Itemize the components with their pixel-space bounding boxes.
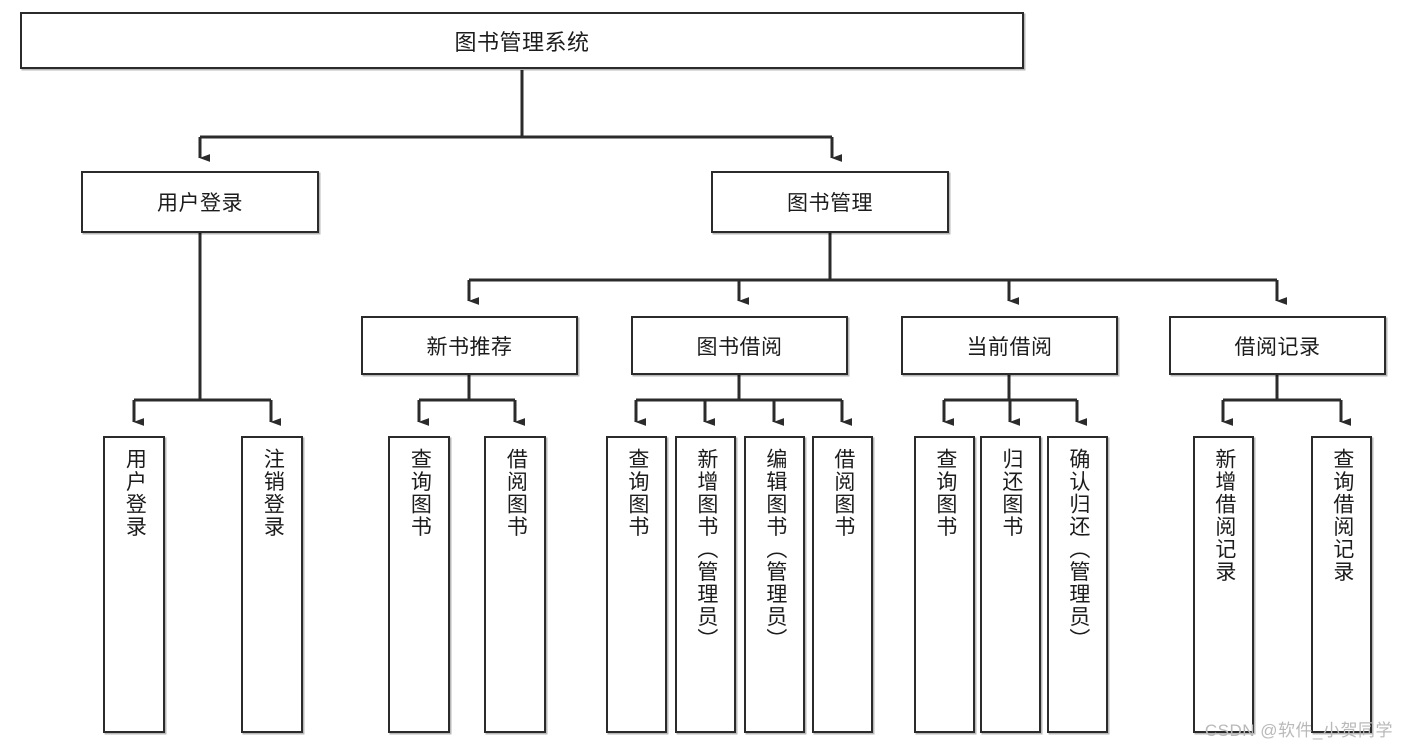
node-label: 图书管理系统	[454, 29, 590, 55]
node-new-book-recommend[interactable]: 新书推荐	[361, 316, 578, 375]
node-current-borrow[interactable]: 当前借阅	[901, 316, 1118, 375]
node-label: 查询图书	[625, 448, 649, 538]
node-leaf-user-logout[interactable]: 注销登录	[241, 436, 303, 733]
node-label: 编辑图书（管理员）	[763, 448, 787, 651]
node-leaf-confirm-return-admin[interactable]: 确认归还（管理员）	[1047, 436, 1108, 733]
node-label: 查询图书	[933, 448, 957, 538]
node-leaf-query-borrow-record[interactable]: 查询借阅记录	[1311, 436, 1372, 733]
node-label: 新书推荐	[426, 335, 513, 359]
node-book-borrow[interactable]: 图书借阅	[631, 316, 848, 375]
node-leaf-add-book-admin[interactable]: 新增图书（管理员）	[675, 436, 736, 733]
node-leaf-query-book-borrow[interactable]: 查询图书	[606, 436, 667, 733]
node-leaf-borrow-book[interactable]: 借阅图书	[812, 436, 873, 733]
node-label: 借阅图书	[831, 448, 855, 538]
node-leaf-query-book-current[interactable]: 查询图书	[914, 436, 975, 733]
node-label: 新增图书（管理员）	[694, 448, 718, 651]
node-label: 图书借阅	[696, 335, 783, 359]
node-label: 注销登录	[261, 448, 285, 538]
node-label: 查询图书	[408, 448, 432, 538]
node-label: 用户登录	[123, 448, 147, 538]
watermark-text: CSDN @软件_小贺同学	[1204, 721, 1393, 740]
node-borrow-records[interactable]: 借阅记录	[1169, 316, 1386, 375]
node-label: 归还图书	[999, 448, 1023, 538]
node-label: 用户登录	[157, 192, 243, 215]
node-label: 查询借阅记录	[1330, 448, 1354, 583]
node-label: 确认归还（管理员）	[1066, 448, 1090, 651]
node-label: 借阅图书	[504, 448, 528, 538]
node-label: 新增借阅记录	[1212, 448, 1236, 583]
node-leaf-return-book[interactable]: 归还图书	[980, 436, 1041, 733]
node-label: 当前借阅	[966, 335, 1053, 359]
node-leaf-borrow-book-new[interactable]: 借阅图书	[484, 436, 546, 733]
node-root-system[interactable]: 图书管理系统	[20, 12, 1024, 69]
node-leaf-edit-book-admin[interactable]: 编辑图书（管理员）	[744, 436, 805, 733]
node-label: 借阅记录	[1234, 335, 1321, 359]
node-label: 图书管理	[787, 192, 873, 215]
node-leaf-user-login[interactable]: 用户登录	[103, 436, 165, 733]
node-leaf-query-book-new[interactable]: 查询图书	[388, 436, 450, 733]
node-user-login[interactable]: 用户登录	[81, 171, 319, 233]
node-leaf-add-borrow-record[interactable]: 新增借阅记录	[1193, 436, 1254, 733]
node-book-management[interactable]: 图书管理	[711, 171, 949, 233]
